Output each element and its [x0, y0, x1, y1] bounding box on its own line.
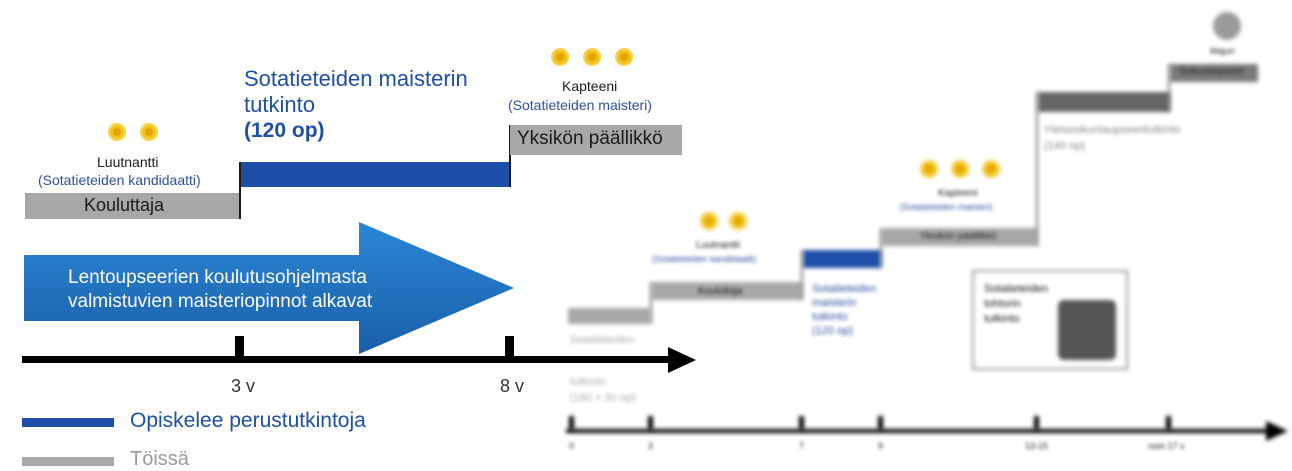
masters-label-line: Sotatieteiden: [812, 283, 877, 295]
bar-masters-study: [803, 250, 881, 268]
general-staff-credits-blurred: (140 op): [1044, 140, 1085, 152]
rank-star-icon: [140, 123, 158, 141]
arrow-text-line1: Lentoupseerien koulutusohjelmasta: [68, 267, 367, 288]
step-connector: [801, 250, 803, 300]
job-kouluttaja-blurred: Kouluttaja: [698, 286, 743, 297]
legend-label-studying: Opiskelee perustutkintoja: [130, 409, 366, 432]
rank-star-icon: [108, 123, 126, 141]
doctor-box-line: Sotatieteiden: [984, 283, 1049, 295]
degree-kandidaatti-blurred: (Sotatieteiden kandidaatti): [652, 254, 757, 264]
timeline-axis: [22, 356, 677, 363]
bar-yksikon-paallikko: [882, 228, 1037, 246]
bar-general-staff-study: [1038, 92, 1170, 112]
masters-title-line2: tutkinto: [244, 92, 315, 117]
axis-tick-label: 9: [878, 441, 884, 451]
rank-star-icon: [951, 160, 969, 178]
rank-star-icon: [729, 212, 747, 230]
step-connector-1: [239, 162, 241, 219]
job-label-yksikon-paallikko: Yksikön päällikkö: [517, 128, 663, 149]
degree-maisteri: (Sotatieteiden maisteri): [508, 97, 652, 113]
general-staff-label-blurred: Yleisesikuntaupseeritutkinto: [1044, 124, 1181, 136]
arrow-text: Lentoupseerien koulutusohjelmasta valmis…: [68, 266, 372, 314]
job-yksikon-paallikko-blurred: Yksikön päällikkö: [920, 231, 997, 242]
rank-majuri-blurred: Majuri: [1210, 46, 1235, 56]
doctor-box-line: tohtorin: [984, 298, 1021, 310]
rank-luutnantti: Luutnantti: [97, 154, 159, 170]
step-connector-2: [509, 125, 511, 187]
rank-star-icon: [551, 48, 569, 66]
rank-star-icon: [920, 160, 938, 178]
legend-swatch-studying: [22, 418, 114, 427]
rank-kapteeni: Kapteeni: [562, 78, 618, 94]
axis-tick: [569, 416, 574, 430]
tick-label-3v: 3 v: [231, 376, 256, 396]
job-bar-kouluttaja: [25, 193, 240, 219]
bachelor-label2-blurred: tutkinto: [570, 376, 606, 388]
rank-star-icon: [982, 160, 1000, 178]
arrow-text-line2: valmistuvien maisteriopinnot alkavat: [68, 291, 373, 312]
step-connector: [1168, 64, 1170, 112]
masters-label-line: (120 op): [812, 325, 853, 337]
axis-arrowhead-icon: [668, 347, 696, 373]
axis-tick: [878, 416, 883, 430]
bar-bachelor-study: [568, 308, 650, 324]
axis-tick-label: 7: [799, 441, 805, 451]
step-connector: [1036, 92, 1038, 246]
axis-tick-label: 13-15: [1025, 441, 1049, 451]
step-connector: [650, 282, 652, 324]
rank-luutnantti-blurred: Luutnantti: [696, 240, 740, 251]
axis-tick: [505, 336, 514, 358]
axis-tick-label: 0: [569, 441, 575, 451]
axis-tick-label: noin 17 v: [1148, 441, 1185, 451]
rank-majuri-icon: [1213, 12, 1241, 40]
right-axis-arrowhead-icon: [1266, 421, 1288, 441]
job-label-kouluttaja: Kouluttaja: [84, 195, 165, 215]
axis-tick: [1034, 416, 1039, 430]
step-connector: [880, 228, 882, 268]
degree-kandidaatti: (Sotatieteiden kandidaatti): [38, 172, 201, 188]
rank-star-icon: [700, 212, 718, 230]
axis-tick: [648, 416, 653, 430]
bar-esikuntaupseeri: [1170, 64, 1258, 82]
masters-label-blurred: Sotatieteiden maisterin tutkinto (120 op…: [812, 282, 876, 338]
rank-star-icon: [615, 48, 633, 66]
job-bar-yksikon-paallikko: [510, 125, 682, 155]
masters-title-line1: Sotatieteiden maisterin: [244, 66, 468, 91]
bachelor-credits-blurred: (180 + 30 op): [570, 392, 636, 404]
bachelor-label-blurred: Sotatieteiden: [570, 334, 635, 346]
bar-kouluttaja: [652, 282, 802, 300]
masters-label-line: tutkinto: [812, 311, 848, 323]
degree-maisteri-blurred: (Sotatieteiden maisteri): [900, 202, 993, 212]
rank-kapteeni-blurred: Kapteeni: [938, 188, 978, 199]
legend-label-working: Töissä: [130, 448, 189, 470]
progress-arrow: [24, 222, 514, 354]
job-esikuntaupseeri-blurred: Esikuntaupseeri: [1180, 66, 1245, 76]
masters-title: Sotatieteiden maisterin tutkinto (120 op…: [244, 66, 468, 144]
axis-tick: [799, 416, 804, 430]
right-timeline-axis: [566, 429, 1272, 433]
rank-star-icon: [583, 48, 601, 66]
axis-tick-label: 3: [648, 441, 654, 451]
doctor-box-label: Sotatieteiden tohtorin tutkinto: [984, 282, 1048, 327]
doctor-image: [1058, 300, 1116, 360]
doctor-box-line: tutkinto: [984, 313, 1020, 325]
masters-label-line: maisterin: [812, 297, 857, 309]
legend-swatch-working: [22, 457, 114, 466]
masters-credits: (120 op): [244, 119, 325, 142]
axis-tick: [235, 336, 244, 358]
masters-study-bar: [240, 162, 510, 187]
tick-label-8v: 8 v: [500, 376, 525, 396]
axis-tick: [1166, 416, 1171, 430]
